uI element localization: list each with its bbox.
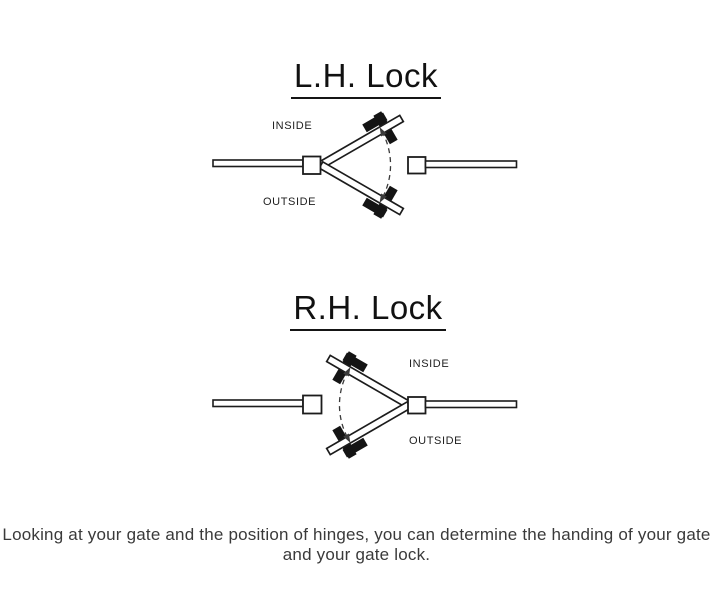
rh-swing-arrow-up-icon [343,367,351,377]
rh-lock-title: R.H. Lock [286,289,450,331]
lock-hardware-icon [342,352,368,373]
lock-hardware-icon [342,437,368,458]
rh-swing-arrow-down-icon [343,433,351,443]
rh-gate-leaf-open [325,351,412,410]
rh-outside-label: OUTSIDE [409,435,463,447]
lh-lock-title-text: L.H. Lock [291,57,441,99]
lh-gate-diagram [212,111,518,219]
lock-hardware-icon [362,197,388,218]
lock-hardware-icon [362,112,388,133]
caption-line-1: Looking at your gate and the position of… [2,525,711,544]
rh-hinge-post [407,396,427,415]
lh-swing-arrow-down-icon [379,193,387,203]
lh-latch-post [407,156,427,175]
lh-inside-label: INSIDE [272,120,313,132]
caption: Looking at your gate and the position of… [0,525,713,565]
rh-gate-diagram [212,351,518,459]
rh-right-fence-bar [424,400,518,409]
lh-hinge-post [302,155,322,175]
lh-left-fence-bar [212,159,304,168]
lh-gate-leaf-closed [318,160,405,219]
rh-latch-post [302,394,323,415]
lh-swing-arrow-up-icon [379,127,387,137]
rh-inside-label: INSIDE [409,358,450,370]
lh-lock-title: L.H. Lock [286,57,446,99]
rh-lock-title-text: R.H. Lock [290,289,446,331]
lh-outside-label: OUTSIDE [263,196,317,208]
lh-gate-leaf-open [318,111,405,170]
caption-line-2: and your gate lock. [282,545,431,564]
lh-right-fence-bar [424,160,518,169]
rh-left-fence-bar [212,399,304,408]
